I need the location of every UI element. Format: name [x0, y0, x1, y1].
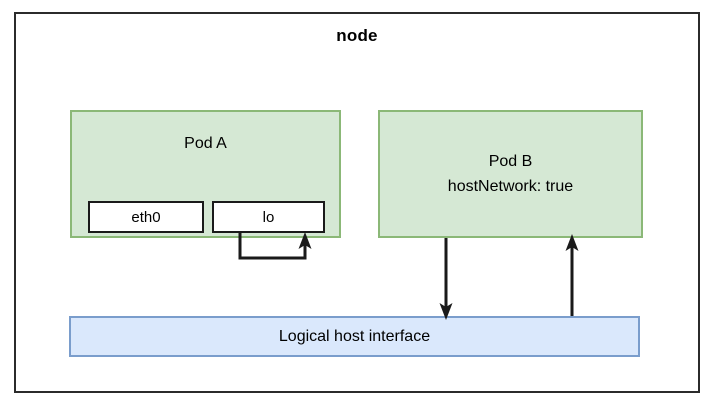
pod-a-label: Pod A — [184, 135, 227, 152]
pod-b-label-group: Pod B hostNetwork: true — [380, 112, 641, 236]
interface-eth0-box[interactable]: eth0 — [88, 201, 204, 233]
interface-lo-label: lo — [262, 208, 275, 226]
interface-eth0-label: eth0 — [131, 208, 161, 226]
logical-host-interface-label: Logical host interface — [278, 327, 431, 345]
pod-b-box[interactable]: Pod B hostNetwork: true — [378, 110, 643, 238]
interface-lo-box[interactable]: lo — [212, 201, 325, 233]
pod-b-hostnetwork-annotation: hostNetwork: true — [447, 178, 574, 195]
node-title: node — [336, 26, 378, 45]
pod-b-name: Pod B — [488, 153, 533, 170]
logical-host-interface-box[interactable]: Logical host interface — [69, 316, 640, 357]
